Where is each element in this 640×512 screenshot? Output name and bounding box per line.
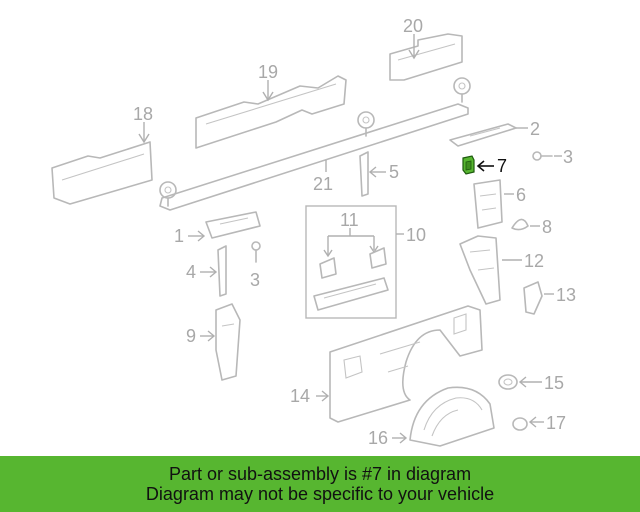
callout-7: 7 <box>497 156 507 176</box>
part-13-bracket[interactable]: 13 <box>523 281 576 315</box>
banner-line-disclaimer: Diagram may not be specific to your vehi… <box>145 484 495 504</box>
part-14-side-panel[interactable]: 14 <box>290 305 483 423</box>
part-20-upper-trim[interactable]: 20 <box>389 16 463 81</box>
part-8-cap[interactable]: 8 <box>511 217 552 237</box>
callout-18: 18 <box>133 104 153 124</box>
part-6-trim-panel[interactable]: 6 <box>473 179 526 229</box>
callout-3-upper: 3 <box>563 147 573 167</box>
part-17-plug[interactable]: 17 <box>512 413 566 433</box>
callout-11: 11 <box>340 210 359 230</box>
push-pin-fasteners <box>159 77 471 207</box>
callout-3-left: 3 <box>250 270 260 290</box>
part-3-bolt-upper[interactable]: 3 <box>532 147 573 167</box>
parts-diagram: 20 19 18 21 5 2 <box>51 16 576 448</box>
part-1-bracket[interactable]: 1 <box>174 211 261 246</box>
callout-6: 6 <box>516 185 526 205</box>
part-18-side-panel[interactable]: 18 <box>51 104 153 205</box>
callout-14: 14 <box>290 386 310 406</box>
part-4-trim-strip[interactable]: 4 <box>186 245 227 297</box>
part-19-panel[interactable]: 19 <box>195 62 347 149</box>
callout-8: 8 <box>542 217 552 237</box>
part-9-lower-trim[interactable]: 9 <box>186 303 241 381</box>
part-16-wheelhouse-liner[interactable]: 16 <box>368 386 495 448</box>
part-3-bolt-left[interactable]: 3 <box>250 241 261 290</box>
banner-line-part-number: Part or sub-assembly is #7 in diagram <box>168 464 472 484</box>
callout-15: 15 <box>544 373 564 393</box>
part-2-bracket[interactable]: 2 <box>449 119 540 147</box>
callout-9: 9 <box>186 326 196 346</box>
callout-19: 19 <box>258 62 278 82</box>
callout-21: 21 <box>313 174 333 194</box>
part-15-grommet[interactable]: 15 <box>498 373 564 393</box>
part-10-assembly-group[interactable]: 10 11 <box>305 205 426 319</box>
callout-1: 1 <box>174 226 184 246</box>
callout-17: 17 <box>546 413 566 433</box>
callout-12: 12 <box>524 251 544 271</box>
part-12-pillar-panel[interactable]: 12 <box>459 235 544 305</box>
part-5-pillar-trim[interactable]: 5 <box>359 151 399 197</box>
callout-20: 20 <box>403 16 423 36</box>
callout-13: 13 <box>556 285 576 305</box>
callout-10: 10 <box>406 225 426 245</box>
callout-5: 5 <box>389 162 399 182</box>
callout-4: 4 <box>186 262 196 282</box>
part-7-clip-highlighted[interactable]: 7 <box>462 155 507 176</box>
part-21-rail[interactable]: 21 <box>159 103 469 211</box>
callout-16: 16 <box>368 428 388 448</box>
callout-2: 2 <box>530 119 540 139</box>
info-banner: Part or sub-assembly is #7 in diagram Di… <box>0 456 640 512</box>
